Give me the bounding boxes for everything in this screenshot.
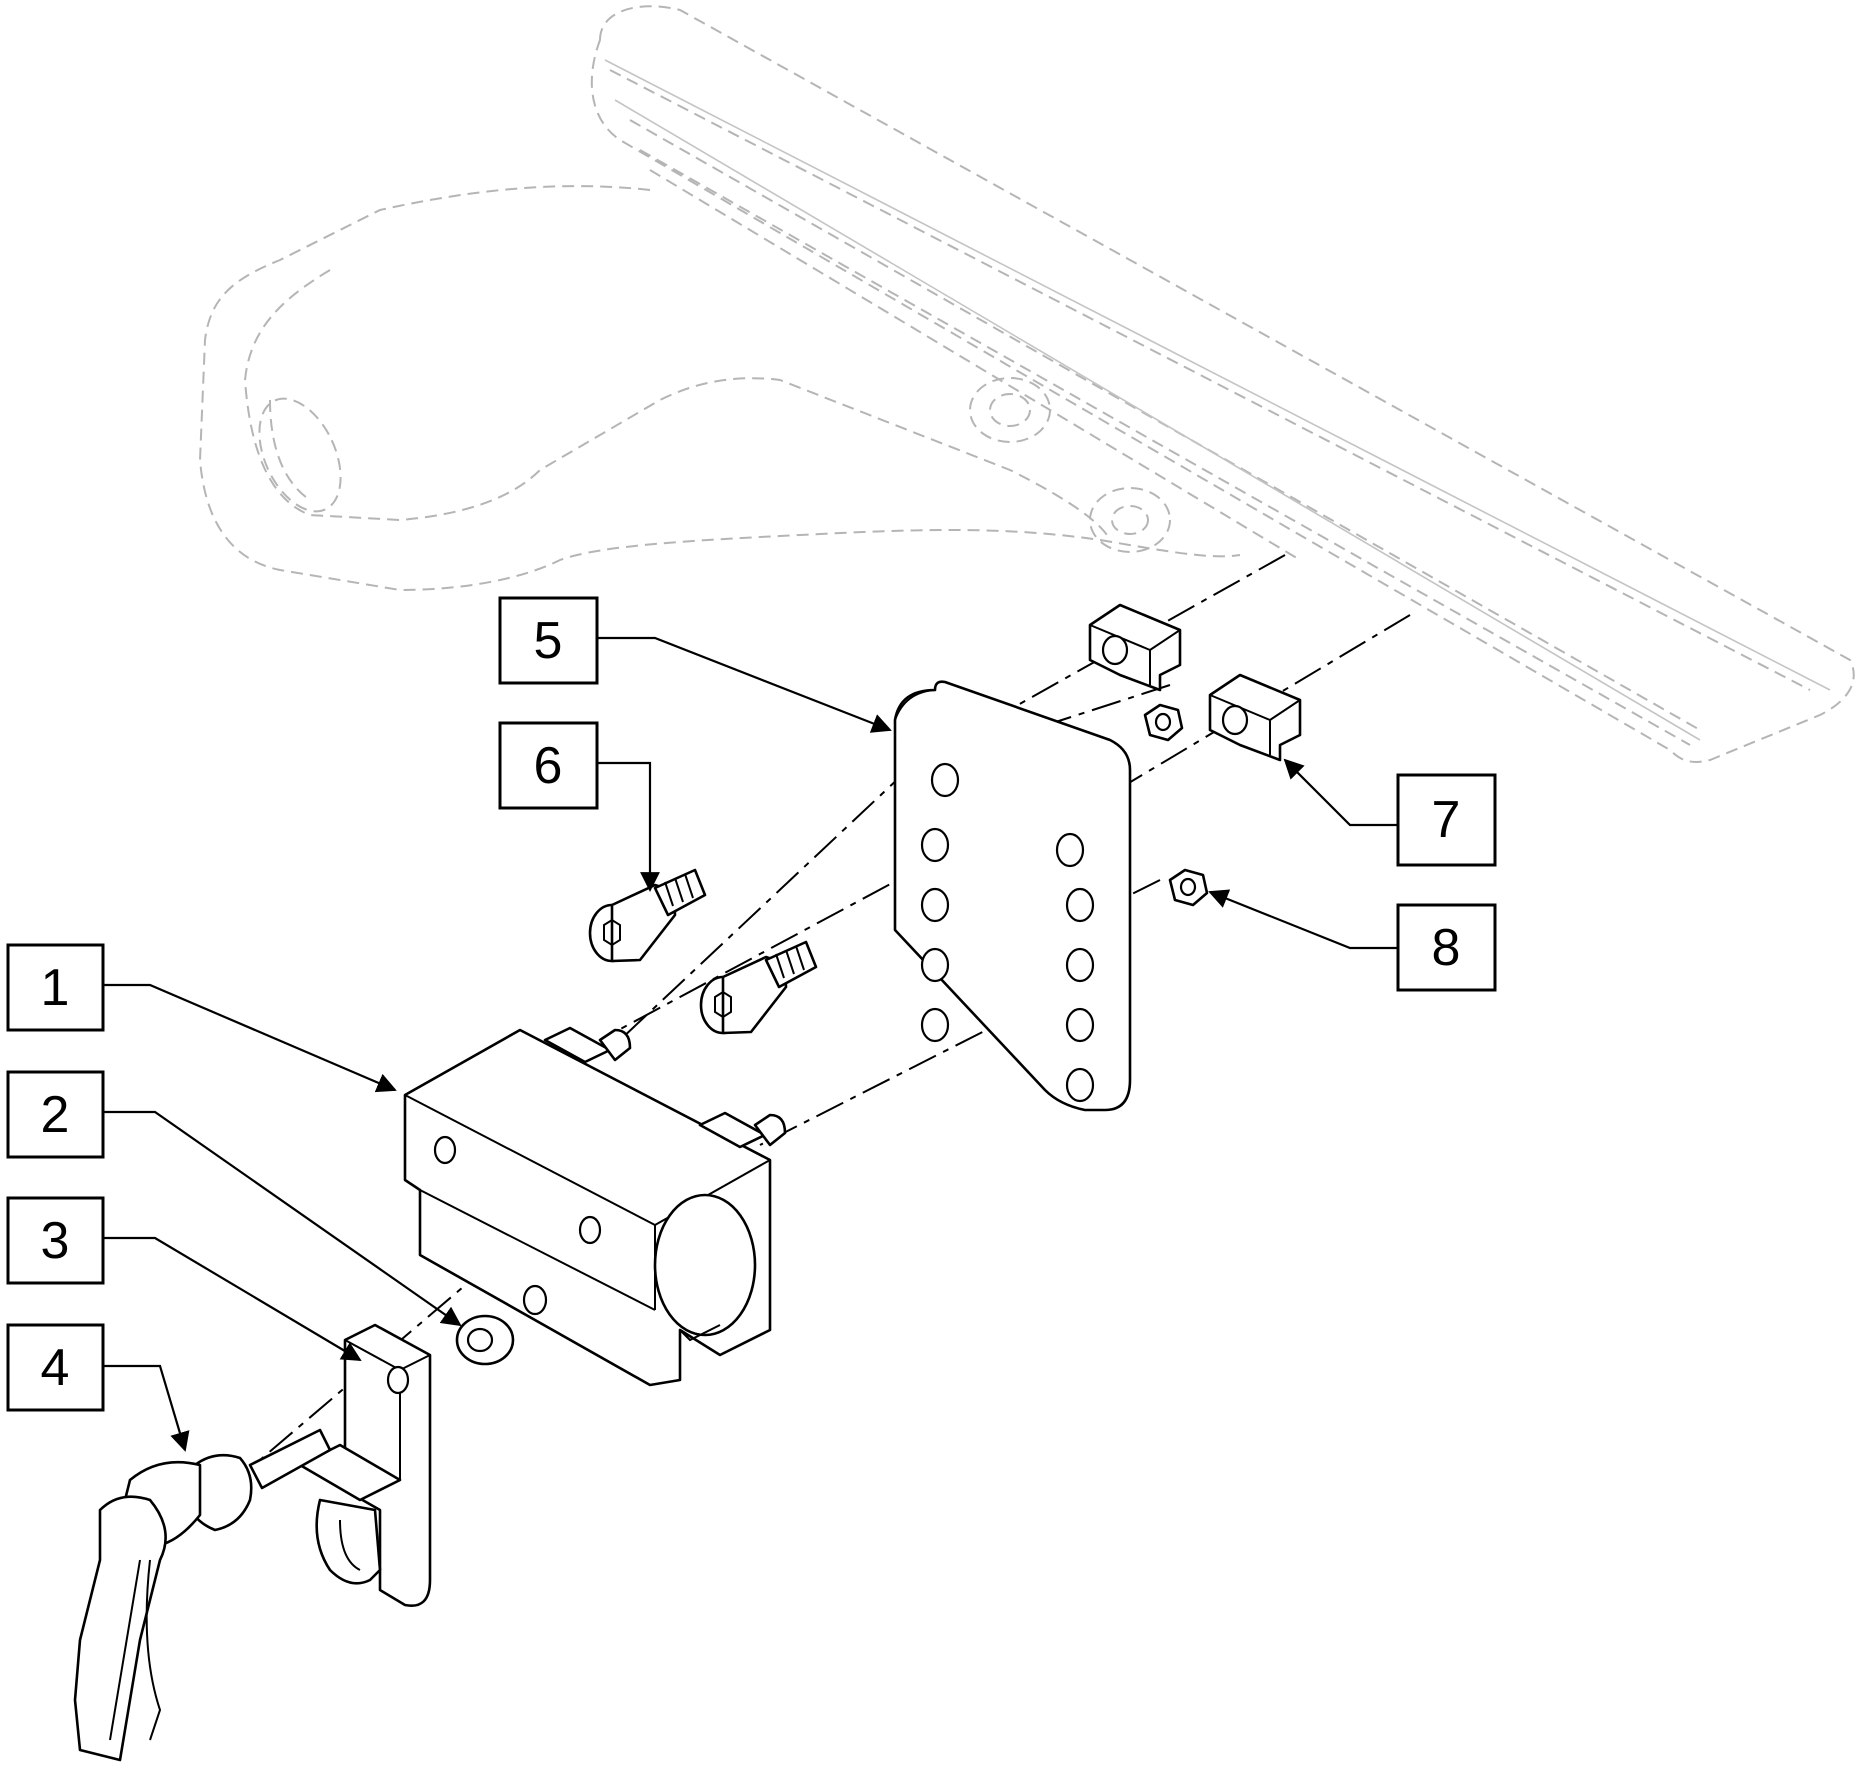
callout-3-label: 3 <box>41 1212 70 1270</box>
mounting-plate <box>893 680 1132 1112</box>
callout-2-label: 2 <box>41 1086 70 1144</box>
cap-screw-lower <box>699 940 818 1035</box>
armrest-phantom <box>198 5 1855 763</box>
clamp-lever <box>73 1428 332 1762</box>
leader-7 <box>1283 758 1398 827</box>
callout-7: 7 <box>1396 773 1497 867</box>
callout-5-label: 5 <box>534 612 563 670</box>
callout-6: 6 <box>498 721 599 810</box>
leader-5 <box>597 636 892 733</box>
leader-4 <box>103 1364 190 1452</box>
hex-nut-upper <box>1143 703 1184 742</box>
bracket-clip <box>298 1323 432 1607</box>
leader-1 <box>103 983 397 1093</box>
leader-8 <box>1208 889 1398 950</box>
leader-2 <box>103 1110 462 1327</box>
washer <box>455 1314 515 1366</box>
callout-4-label: 4 <box>41 1339 70 1397</box>
callout-7-label: 7 <box>1432 791 1461 849</box>
clamp-block <box>403 1026 787 1387</box>
callout-1-label: 1 <box>41 959 70 1017</box>
hex-nut-lower <box>1168 868 1209 907</box>
callout-8-label: 8 <box>1432 919 1461 977</box>
leader-3 <box>103 1236 362 1362</box>
leader-lines <box>103 636 1398 1452</box>
callout-6-label: 6 <box>534 737 563 795</box>
leader-6 <box>597 761 660 892</box>
callout-3: 3 <box>6 1196 105 1285</box>
callout-2: 2 <box>6 1070 105 1159</box>
callout-8: 8 <box>1396 903 1497 992</box>
callout-4: 4 <box>6 1323 105 1412</box>
callout-1: 1 <box>6 943 105 1032</box>
t-nut-lower <box>1208 673 1302 762</box>
cap-screw-upper <box>588 868 707 963</box>
t-nut-upper <box>1088 603 1182 692</box>
callout-5: 5 <box>498 596 599 685</box>
